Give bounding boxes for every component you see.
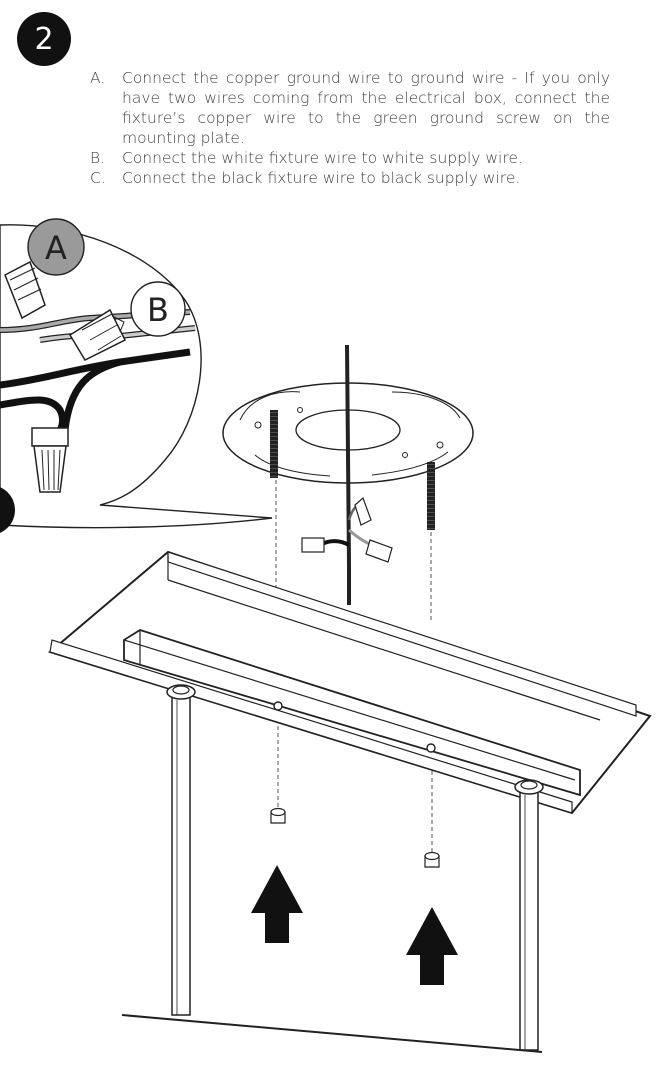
wire-nut [31, 427, 69, 493]
instruction-b: B. Connect the white fixture wire to whi… [90, 148, 610, 168]
wire-nut [354, 496, 372, 526]
callout-a-circle [27, 218, 85, 276]
step-number-badge: 2 [17, 12, 71, 66]
supply-cable [345, 344, 351, 605]
instruction-marker: A. [90, 69, 106, 87]
instruction-a: A. Connect the copper ground wire to gro… [90, 68, 610, 148]
threaded-rod [270, 410, 278, 478]
step-number: 2 [34, 21, 54, 57]
fixture-wires [301, 496, 393, 563]
callout-b-circle [130, 281, 186, 337]
instruction-text: Connect the white fixture wire to white … [122, 149, 523, 167]
instruction-text: Connect the copper ground wire to ground… [122, 69, 610, 147]
instruction-marker: B. [90, 149, 106, 167]
canopy-plate [47, 550, 652, 815]
wire-nut [68, 308, 127, 361]
instruction-marker: C. [90, 169, 106, 187]
fixture-body [121, 684, 544, 1053]
nut [424, 851, 440, 868]
instruction-c: C. Connect the black fixture wire to bla… [90, 168, 610, 188]
instruction-list: A. Connect the copper ground wire to gro… [90, 68, 610, 188]
wire-nut [365, 539, 393, 563]
callout-c-circle [0, 487, 15, 533]
up-arrow-icon [251, 865, 303, 943]
up-arrow-icon [406, 907, 458, 985]
detail-callout: A B [0, 218, 273, 533]
wire-nut [301, 537, 325, 553]
callout-b-label: B [147, 291, 169, 329]
nut [270, 807, 286, 824]
callout-a-label: A [45, 229, 67, 267]
threaded-rod [427, 462, 435, 530]
wire-nut [4, 260, 46, 320]
instruction-text: Connect the black fixture wire to black … [122, 169, 521, 187]
